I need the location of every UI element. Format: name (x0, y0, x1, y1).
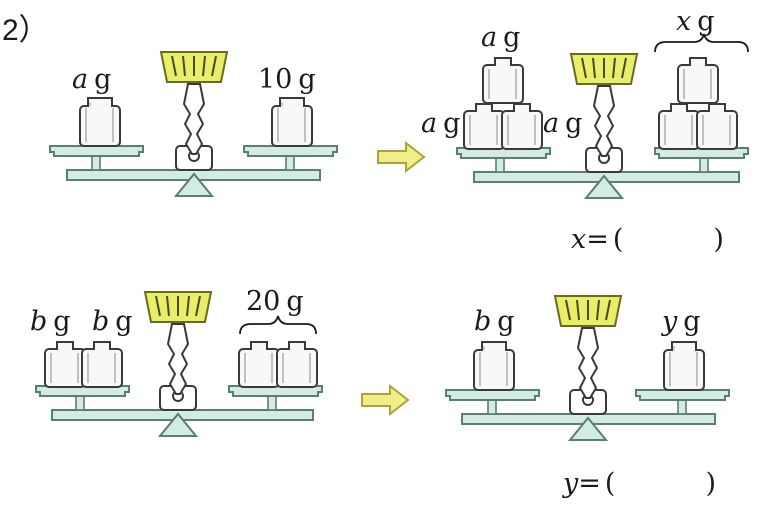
answer-y: y=() (562, 468, 716, 499)
weight (473, 341, 515, 391)
arrow-icon (377, 142, 425, 172)
weight (276, 341, 318, 388)
answer-x: x=() (571, 224, 724, 255)
brace (654, 33, 749, 53)
weight (271, 97, 313, 147)
arrow-icon (361, 385, 409, 415)
weight (482, 57, 524, 104)
weight (663, 341, 705, 391)
weight (44, 341, 86, 388)
weight (658, 103, 700, 150)
weight (81, 341, 123, 388)
problem-number: 2） (2, 14, 49, 47)
weight (677, 57, 719, 104)
weight (696, 103, 738, 150)
weight (463, 103, 505, 150)
weight (501, 103, 543, 150)
brace (239, 315, 317, 335)
weight (238, 341, 280, 388)
weight (79, 97, 121, 147)
